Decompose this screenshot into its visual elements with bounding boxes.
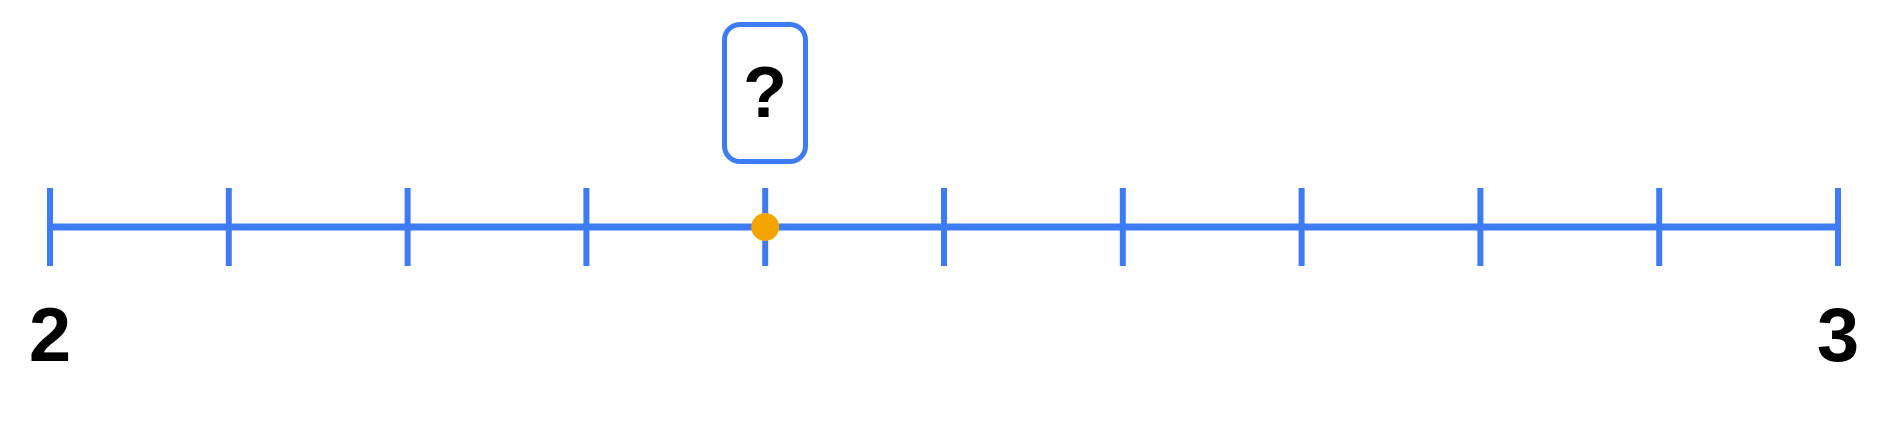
- marked-point[interactable]: [751, 213, 780, 241]
- start-label: 2: [28, 293, 72, 378]
- end-label: 3: [1816, 293, 1860, 378]
- answer-box[interactable]: ?: [722, 22, 808, 164]
- question-mark: ?: [743, 53, 787, 133]
